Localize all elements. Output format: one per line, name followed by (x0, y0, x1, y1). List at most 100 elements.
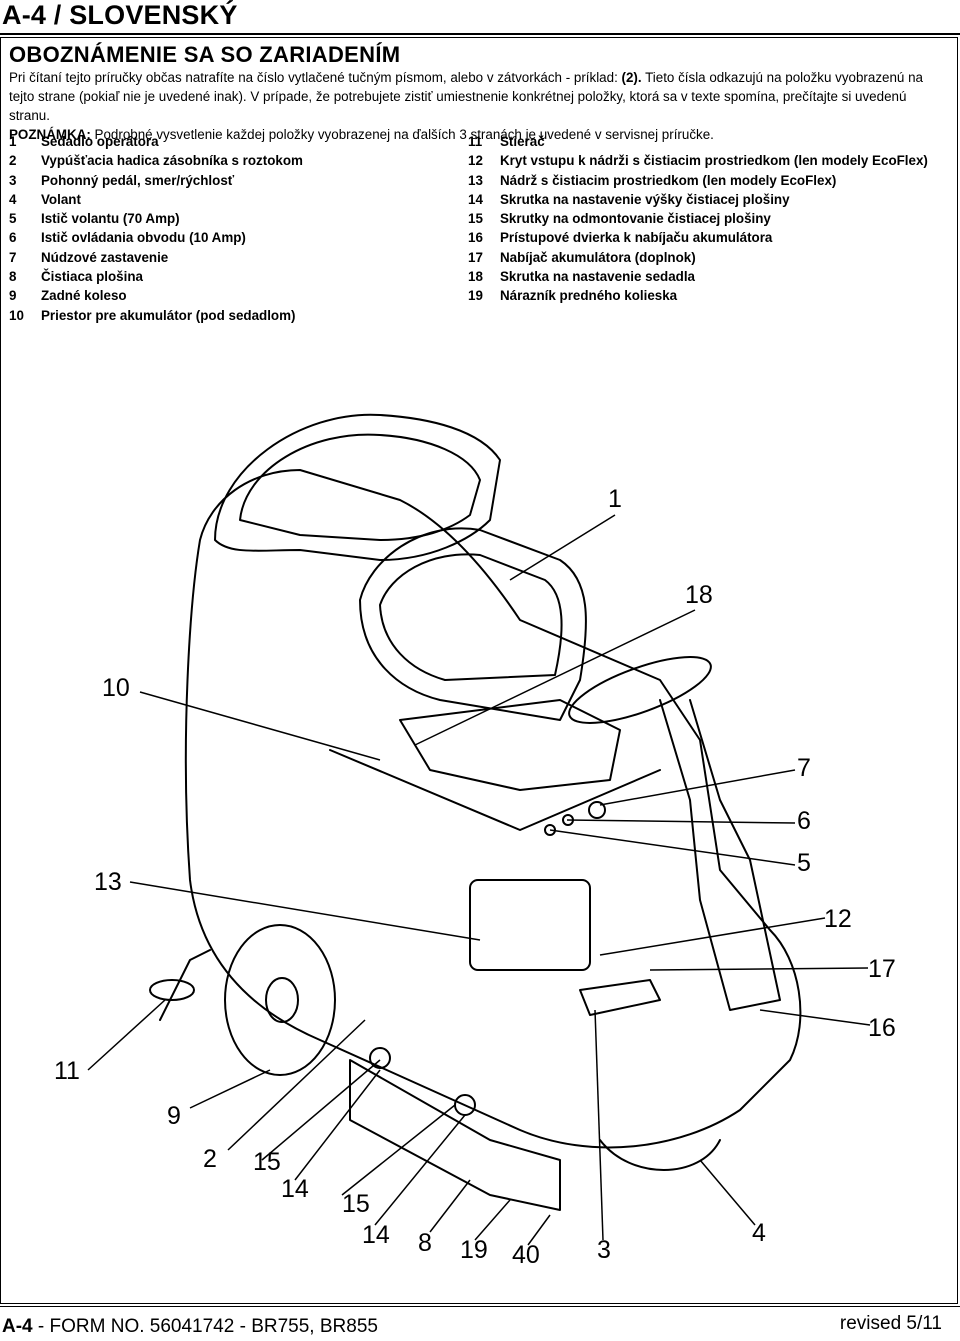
callout-6: 6 (797, 807, 811, 835)
legend-item-number: 4 (9, 191, 17, 207)
legend-item-text: Zadné koleso (41, 288, 127, 304)
rear-wheel-hub (265, 977, 299, 1023)
squeegee-arm (159, 949, 211, 1021)
legend-item-text: Priestor pre akumulátor (pod sedadlom) (41, 307, 296, 323)
legend-item-text: Nabíjač akumulátora (doplnok) (500, 249, 696, 265)
machine-body-outline (184, 469, 802, 1149)
leader-8 (429, 1179, 471, 1233)
legend-item-text: Skrutka na nastavenie výšky čistiacej pl… (500, 191, 790, 207)
steering-column (659, 699, 781, 1011)
callout-40: 40 (512, 1241, 540, 1269)
legend-item-text: Čistiaca plošina (41, 269, 143, 285)
legend-item: 17 Nabíjač akumulátora (doplnok) (468, 248, 958, 267)
callout-1: 1 (608, 485, 622, 513)
legend-item-number: 8 (9, 269, 17, 285)
leader-7 (599, 769, 796, 806)
callout-16: 16 (868, 1014, 896, 1042)
emergency-stop (588, 801, 606, 819)
note-text: Podrobné vysvetlenie každej položky vyob… (90, 127, 714, 142)
legend-item-text: Kryt vstupu k nádrži s čistiacim prostri… (500, 153, 928, 169)
legend-item-text: Sedadlo operátora (41, 134, 159, 149)
legend-item: 4 Volant (9, 190, 449, 209)
legend-item-number: 9 (9, 288, 17, 304)
legend-item-text: Volant (41, 191, 81, 207)
callout-4: 4 (752, 1219, 766, 1247)
lid-outline (214, 413, 501, 561)
legend-item: 2 Vypúšťacia hadica zásobníka s roztokom (9, 151, 449, 170)
legend-item-text: Nádrž s čistiacim prostriedkom (len mode… (500, 172, 837, 188)
solution-tank-window (469, 879, 591, 971)
legend-left: 1 Sedadlo operátora 2 Vypúšťacia hadica zás… (9, 132, 449, 325)
page-header: A-4 / SLOVENSKÝ (0, 0, 960, 35)
legend-item-number: 3 (9, 172, 17, 188)
leader-6 (566, 819, 796, 824)
intro-text-b: Tieto čísla odkazujú na položku vyobraze… (9, 70, 923, 123)
leader-40 (527, 1214, 551, 1246)
legend-item-text: Skrutky na odmontovanie čistiacej plošin… (500, 211, 771, 227)
note-label: POZNÁMKA: (9, 127, 91, 142)
legend-item: 10 Priestor pre akumulátor (pod sedadlom) (9, 306, 449, 325)
footer-rule (0, 1306, 960, 1307)
legend-item: 6 Istič ovládania obvodu (10 Amp) (9, 228, 449, 247)
note-paragraph: POZNÁMKA: Podrobné vysvetlenie každej po… (9, 125, 949, 144)
intro-bold-ref: (2). (621, 70, 642, 85)
leader-10 (139, 691, 381, 761)
callout-15b: 15 (342, 1190, 370, 1218)
legend-item-number: 11 (468, 134, 483, 149)
callout-18: 18 (685, 581, 713, 609)
callout-19: 19 (460, 1236, 488, 1264)
leader-15a (261, 1059, 381, 1161)
legend-item: 9 Zadné koleso (9, 286, 449, 305)
legend-item-text: Núdzové zastavenie (41, 249, 169, 265)
leader-3 (594, 1009, 604, 1241)
legend-item-number: 7 (9, 249, 17, 265)
leader-9 (189, 1069, 271, 1109)
leader-15b (341, 1104, 456, 1196)
leader-2 (227, 1019, 366, 1151)
legend-item-number: 10 (9, 307, 24, 323)
callout-8: 8 (418, 1229, 432, 1257)
front-bumper (599, 1139, 721, 1171)
legend-item-text: Stierač (500, 134, 545, 149)
callout-3: 3 (597, 1236, 611, 1264)
steering-wheel-outline (568, 656, 712, 724)
leader-1 (509, 514, 616, 581)
legend-item-number: 18 (468, 269, 483, 285)
legend-item-text: Vypúšťacia hadica zásobníka s roztokom (41, 153, 303, 169)
legend-item: 1 Sedadlo operátora (9, 132, 449, 151)
legend-item: 8 Čistiaca plošina (9, 267, 449, 286)
callout-10: 10 (102, 674, 130, 702)
legend-item-number: 15 (468, 211, 483, 227)
leader-5 (549, 829, 796, 866)
footer-form-number: - FORM NO. 56041742 - BR755, BR855 (32, 1316, 378, 1337)
legend-item-number: 16 (468, 230, 483, 246)
legend-item-number: 17 (468, 249, 483, 265)
intro-text-a: Pri čítaní tejto príručky občas natrafít… (9, 70, 622, 85)
page-title: A-4 / SLOVENSKÝ (2, 0, 238, 30)
seat-back-inner (379, 553, 563, 681)
legend-item: 7 Núdzové zastavenie (9, 248, 449, 267)
legend-item: 11 Stierač (468, 132, 958, 151)
callout-11: 11 (54, 1057, 80, 1085)
leader-19 (474, 1199, 511, 1241)
legend-item: 16 Prístupové dvierka k nabíjaču akumulát… (468, 228, 958, 247)
legend-item-number: 1 (9, 134, 17, 149)
legend-item-text: Prístupové dvierka k nabíjaču akumulátor… (500, 230, 773, 246)
leader-14a (294, 1069, 381, 1181)
callout-14a: 14 (281, 1175, 309, 1203)
callout-15a: 15 (253, 1148, 281, 1176)
rear-wheel-outline (224, 924, 336, 1076)
leader-16 (759, 1009, 871, 1026)
legend-item-number: 6 (9, 230, 17, 246)
legend-item-text: Istič ovládania obvodu (10 Amp) (41, 230, 246, 246)
squeegee-knob (149, 979, 195, 1001)
legend-item-number: 2 (9, 153, 17, 169)
callout-9: 9 (167, 1102, 181, 1130)
legend-item-number: 5 (9, 211, 17, 227)
intro-paragraph: Pri čítaní tejto príručky občas natrafít… (9, 68, 949, 125)
